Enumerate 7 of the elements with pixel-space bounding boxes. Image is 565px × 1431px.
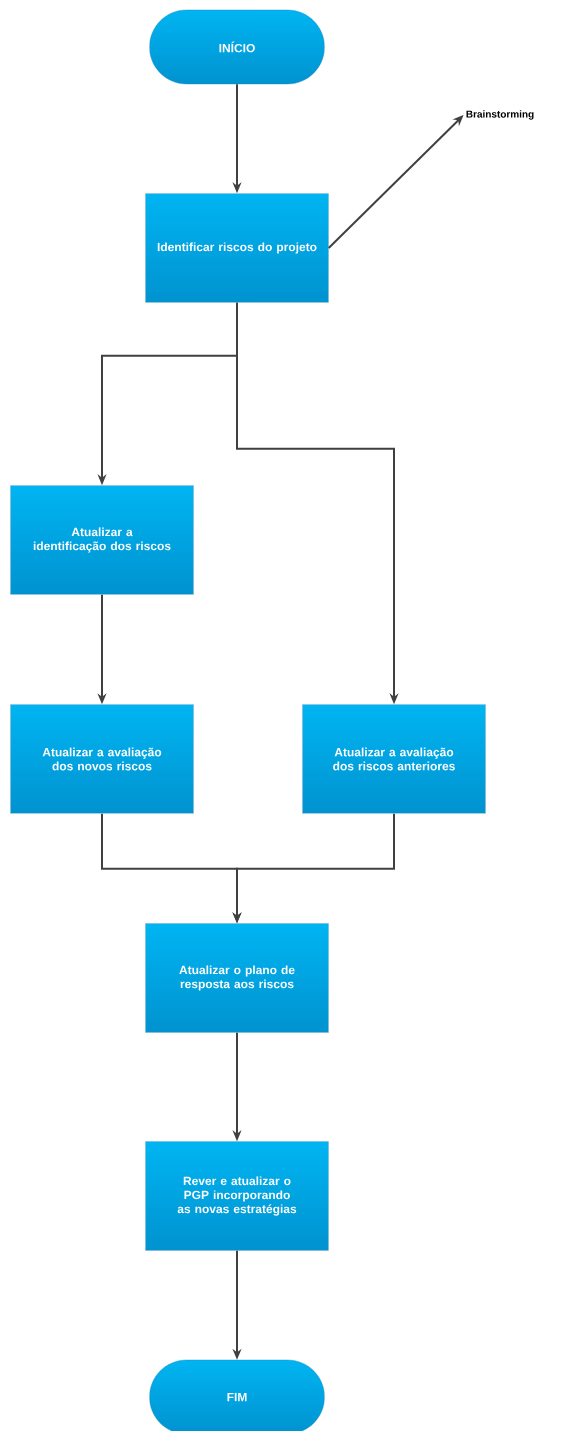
process-box: Identificar riscos do projeto [145,193,329,303]
process-box: Atualizar a avaliação dos novos riscos [10,704,194,814]
process-box: Atualizar a identificação dos riscos [10,485,194,595]
process-box: Atualizar a avaliação dos riscos anteriores [302,704,486,814]
process-box: Atualizar o plano de resposta aos riscos [145,923,329,1033]
text-label: Brainstorming [466,110,534,120]
process-box: Rever e atualizar o PGP incorporando as novas estratégias [145,1141,329,1251]
